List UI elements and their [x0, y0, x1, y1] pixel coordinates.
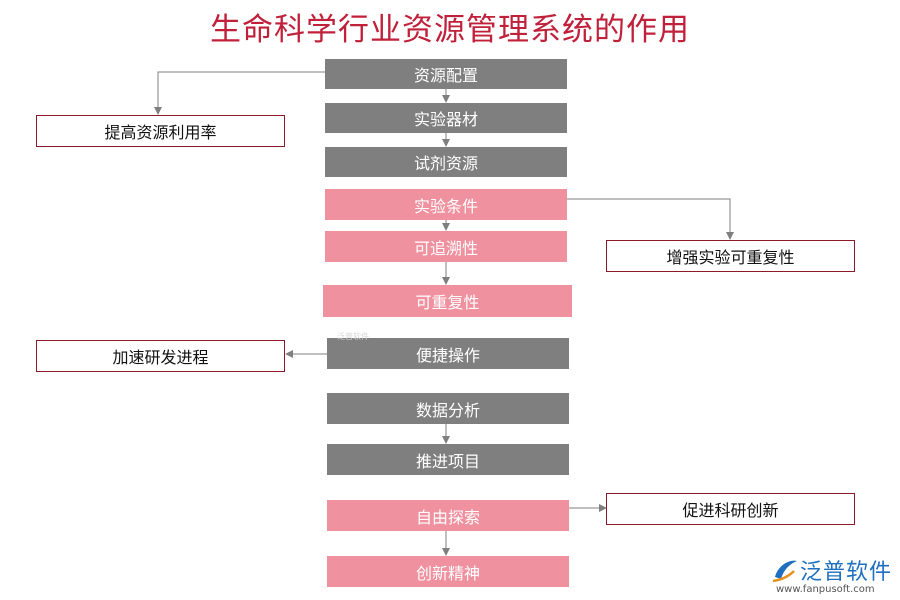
box-data-analysis: 数据分析: [327, 393, 569, 424]
logo-icon: [772, 560, 797, 583]
page-title: 生命科学行业资源管理系统的作用: [210, 12, 690, 48]
connector-to-enhance-repeatability: [567, 198, 734, 240]
watermark: 泛普软件: [337, 332, 369, 341]
box-lab-equipment: 实验器材: [325, 103, 567, 133]
box-free-exploration: 自由探索: [327, 500, 569, 531]
box-traceability: 可追溯性: [325, 231, 567, 262]
box-innovation-spirit: 创新精神: [327, 556, 569, 587]
box-easy-operation: 便捷操作: [327, 338, 569, 369]
outcome-improve-utilization: 提高资源利用率: [36, 115, 285, 147]
box-lab-conditions: 实验条件: [325, 189, 567, 220]
outcome-enhance-repeatability: 增强实验可重复性: [606, 240, 855, 272]
outcome-promote-innovation: 促进科研创新: [606, 493, 855, 525]
box-advance-projects: 推进项目: [327, 444, 569, 475]
brand-logo: 泛普软件 www.fanpusoft.com: [770, 555, 895, 597]
connector-to-improve-utilization: [154, 71, 325, 115]
box-resource-config: 资源配置: [325, 59, 567, 89]
box-reagent-resources: 试剂资源: [325, 147, 567, 177]
box-repeatability: 可重复性: [323, 285, 572, 317]
outcome-accelerate-rd: 加速研发进程: [36, 340, 285, 372]
logo-name: 泛普软件: [800, 560, 893, 585]
logo-url: www.fanpusoft.com: [776, 584, 875, 595]
